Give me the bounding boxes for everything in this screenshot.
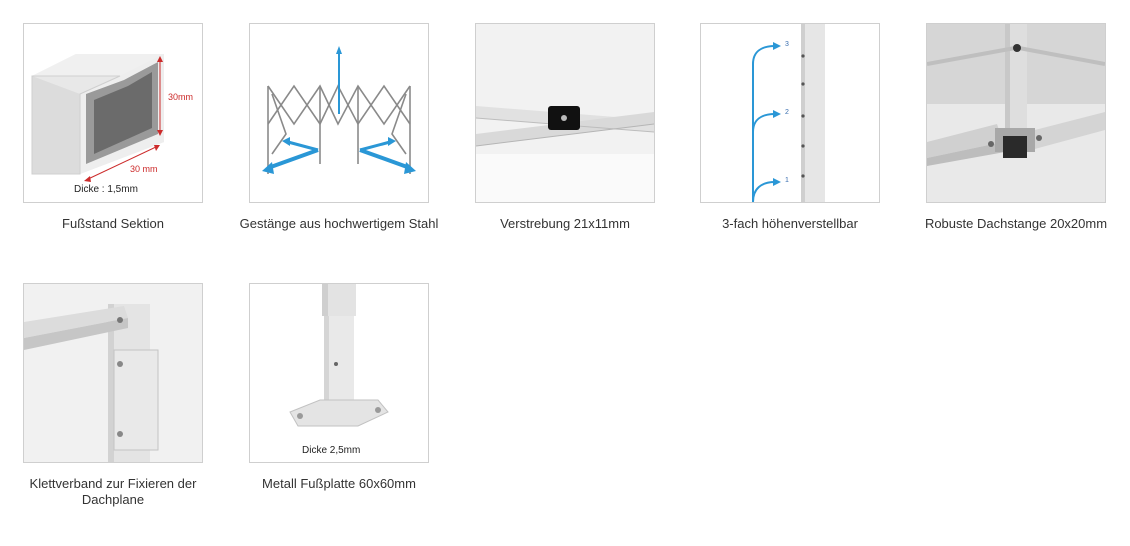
square-tube-illustration [24,24,202,202]
thickness-label: Dicke 2,5mm [302,445,361,456]
foot-plate-illustration [250,284,428,462]
feature-caption: Gestänge aus hochwertigem Stahl [239,216,439,231]
feature-caption: Fußstand Sektion [62,216,164,231]
feature-image-roof-pole[interactable] [926,23,1106,203]
thickness-label: Dicke : 1,5mm [74,184,138,195]
roof-pole-illustration [927,24,1105,202]
feature-caption: Robuste Dachstange 20x20mm [924,216,1108,231]
level-2-label: 2 [785,109,789,116]
feature-caption: Klettverband zur Fixieren der Dachplane [29,476,197,507]
feature-image-foot-section[interactable]: 30mm 30 mm Dicke : 1,5mm [23,23,203,203]
feature-image-velcro-fixing[interactable] [23,283,203,463]
feature-image-foot-plate[interactable]: Dicke 2,5mm [249,283,429,463]
level-1-label: 1 [785,177,789,184]
bracing-joint-illustration [476,24,654,202]
feature-caption: Verstrebung 21x11mm [500,216,630,231]
height-dimension-label: 30mm [168,92,194,102]
width-dimension-label: 30 mm [130,164,158,174]
level-3-label: 3 [785,41,789,48]
feature-image-steel-frame[interactable] [249,23,429,203]
feature-caption: 3-fach höhenverstellbar [722,216,858,231]
feature-image-height-adjustable[interactable]: 3 2 1 [700,23,880,203]
velcro-bracket-illustration [24,284,202,462]
feature-caption: Metall Fußplatte 60x60mm [262,476,416,491]
height-adjust-illustration [701,24,879,202]
folding-frame-illustration [250,24,428,202]
feature-image-bracing[interactable] [475,23,655,203]
